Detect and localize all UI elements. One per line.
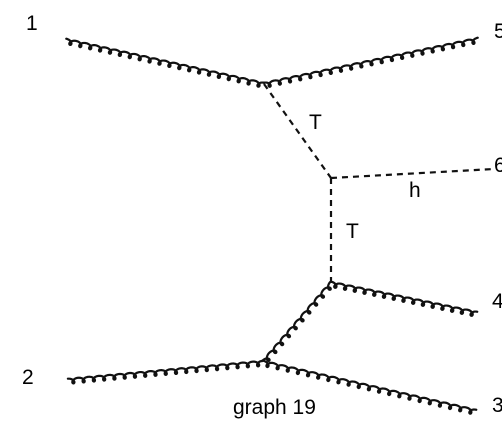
external-label-4: 4 [492, 290, 502, 313]
external-label-2: 2 [22, 366, 34, 389]
propagator-label-upper: T [309, 111, 322, 134]
gluon-line-2 [66, 359, 264, 385]
external-label-1: 1 [26, 12, 38, 35]
scalar-outgoing [330, 167, 495, 180]
gluon-internal [260, 281, 332, 363]
external-label-3: 3 [492, 394, 502, 417]
scalar-label: h [409, 179, 421, 202]
propagator-upper [263, 83, 332, 179]
graph-caption: graph 19 [233, 396, 316, 419]
gluon-line-1 [65, 37, 266, 88]
gluon-line-3 [262, 359, 478, 415]
propagator-label-lower: T [346, 220, 359, 243]
external-label-6: 6 [494, 154, 502, 177]
external-label-5: 5 [494, 20, 502, 43]
gluon-line-5 [262, 36, 479, 88]
gluon-line-4 [330, 280, 479, 317]
